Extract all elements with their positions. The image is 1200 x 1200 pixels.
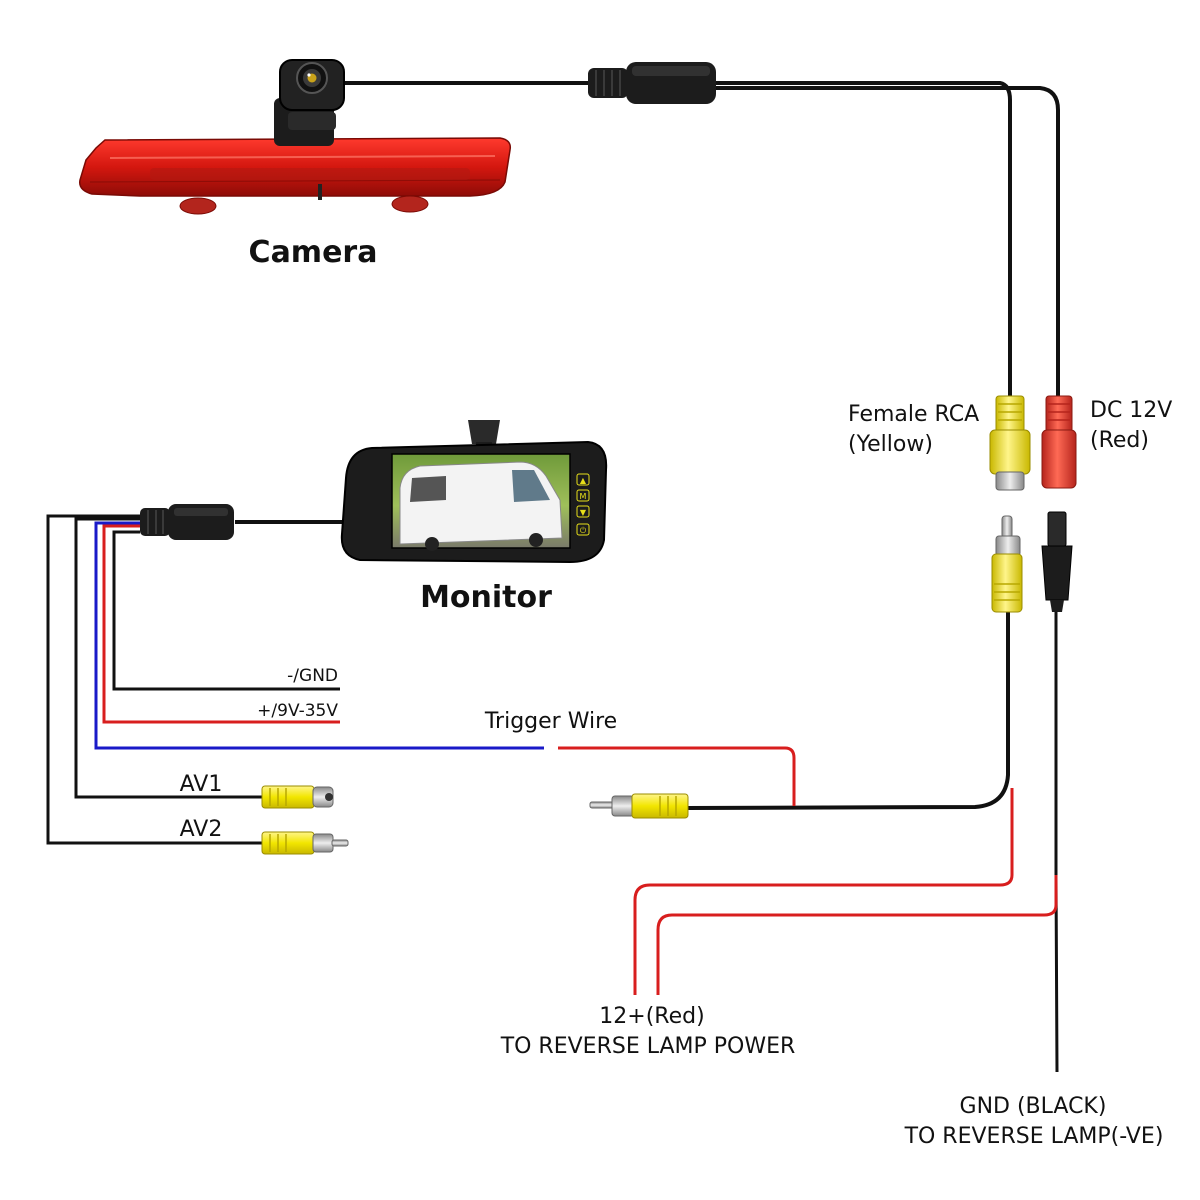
camera-label: Camera xyxy=(249,235,378,270)
monitor-down-button-label: ▼ xyxy=(580,508,587,517)
reverse-power-label: 12+(Red) xyxy=(599,1004,704,1029)
male-rca-yellow-connector xyxy=(991,515,1023,613)
camera-main-cable xyxy=(345,81,1060,400)
power-cable-black xyxy=(1054,610,1059,1073)
monitor-unit: ▲ M ▼ ⏻ xyxy=(340,420,608,564)
dc-male-black-connector xyxy=(1041,511,1073,612)
trigger-red-wire xyxy=(558,746,796,806)
av2-label: AV2 xyxy=(180,817,223,842)
trigger-wire-label: Trigger Wire xyxy=(484,709,617,734)
dc12v-red-connector xyxy=(1041,395,1077,489)
monitor-up-button-label: ▲ xyxy=(580,476,587,485)
video-cable xyxy=(687,610,1010,810)
power-icon: ⏻ xyxy=(580,526,587,535)
reverse-power-red-wires xyxy=(633,788,1058,995)
monitor-up-button[interactable] xyxy=(576,473,590,486)
female-rca-label: Female RCA xyxy=(848,402,979,427)
reverse-gnd-desc: TO REVERSE LAMP(-VE) xyxy=(904,1124,1164,1149)
monitor-down-button[interactable] xyxy=(576,505,590,518)
female-rca-color-label: (Yellow) xyxy=(848,432,933,457)
monitor-harness xyxy=(46,514,544,845)
reverse-power-desc: TO REVERSE LAMP POWER xyxy=(500,1034,796,1059)
video-male-rca-connector xyxy=(589,793,689,819)
female-rca-yellow-connector xyxy=(989,395,1031,491)
av2-male-rca-connector xyxy=(261,831,349,855)
gnd-wire-label: -/GND xyxy=(287,666,338,686)
monitor-power-button[interactable] xyxy=(576,523,590,536)
dc12v-label: DC 12V xyxy=(1090,398,1172,423)
monitor-menu-button-label: M xyxy=(580,492,587,501)
av1-label: AV1 xyxy=(180,772,223,797)
monitor-menu-button[interactable] xyxy=(576,489,590,502)
power-wire-label: +/9V-35V xyxy=(257,701,338,721)
camera-unit xyxy=(79,59,512,215)
monitor-harness-connector xyxy=(140,504,234,540)
dc12v-color-label: (Red) xyxy=(1090,428,1149,453)
reverse-gnd-label: GND (BLACK) xyxy=(960,1094,1107,1119)
camera-cable-connector xyxy=(588,62,716,104)
monitor-label: Monitor xyxy=(420,580,552,615)
av1-female-rca-connector xyxy=(261,785,334,809)
